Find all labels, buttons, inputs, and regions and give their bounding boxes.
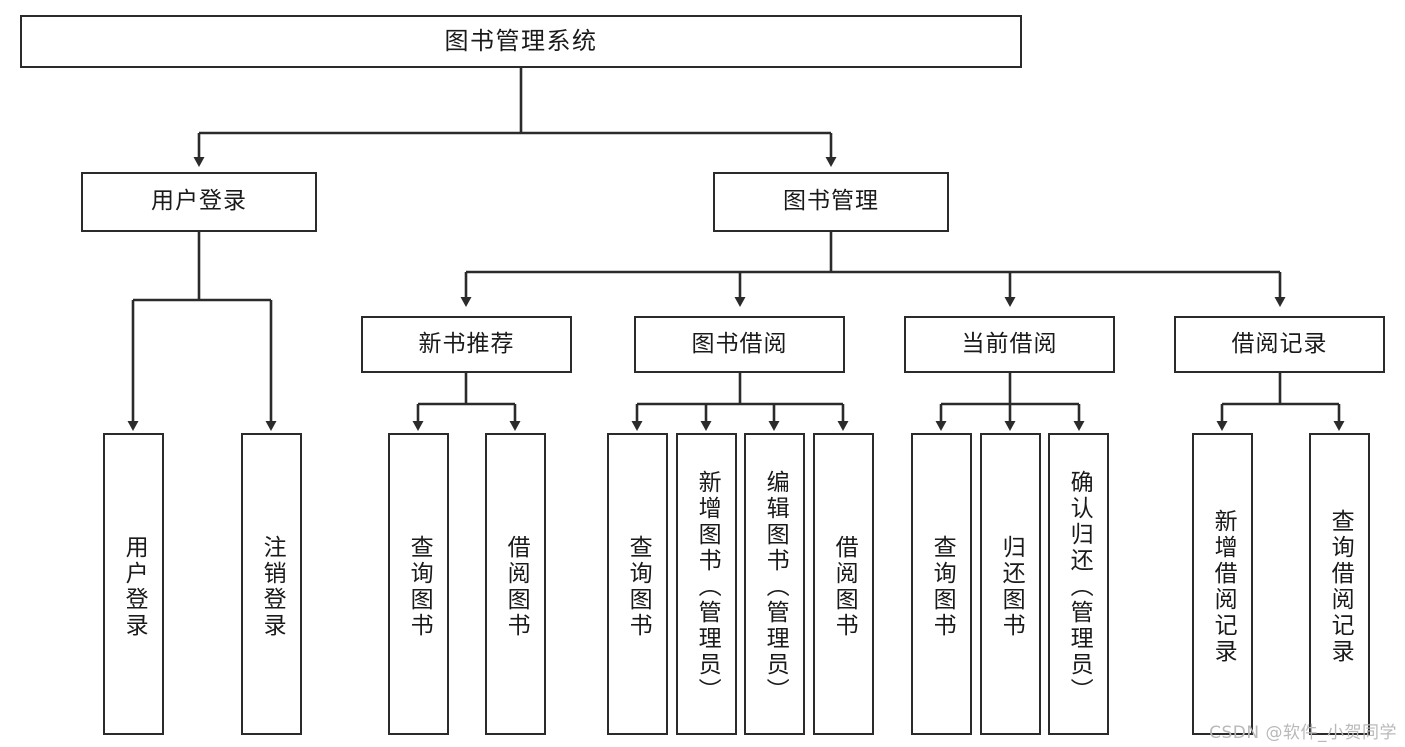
node-leaf-user-logout-label: 注销登录 [259,535,286,639]
node-leaf-query-book-3[interactable]: 查询图书 [911,433,972,735]
node-leaf-borrow-book-2-label: 借阅图书 [831,535,858,639]
node-leaf-return-book-label: 归还图书 [998,535,1025,639]
node-leaf-confirm-return[interactable]: 确认归还（管理员） [1048,433,1109,735]
node-leaf-user-login-label: 用户登录 [121,535,148,639]
node-borrow-record-label: 借阅记录 [1231,330,1328,357]
node-leaf-query-record[interactable]: 查询借阅记录 [1309,433,1370,735]
node-book-manage[interactable]: 图书管理 [713,172,949,232]
node-leaf-user-login[interactable]: 用户登录 [103,433,164,735]
node-leaf-add-record-label: 新增借阅记录 [1210,509,1237,665]
node-leaf-query-book-3-label: 查询图书 [929,535,956,639]
node-leaf-return-book[interactable]: 归还图书 [980,433,1041,735]
node-leaf-query-book-1-label: 查询图书 [406,535,433,639]
node-leaf-query-book-2-label: 查询图书 [625,535,652,639]
node-new-book-recommend[interactable]: 新书推荐 [361,316,572,373]
node-user-login-label: 用户登录 [151,188,247,215]
node-root[interactable]: 图书管理系统 [20,15,1022,68]
node-leaf-query-book-1[interactable]: 查询图书 [388,433,449,735]
node-root-label: 图书管理系统 [444,27,598,56]
node-leaf-add-record[interactable]: 新增借阅记录 [1192,433,1253,735]
node-leaf-edit-book-label: 编辑图书（管理员） [762,470,789,704]
node-leaf-add-book-label: 新增图书（管理员） [694,470,721,704]
node-leaf-borrow-book-1-label: 借阅图书 [503,535,530,639]
node-current-borrow-label: 当前借阅 [961,330,1058,357]
node-book-manage-label: 图书管理 [783,188,879,215]
node-leaf-query-record-label: 查询借阅记录 [1327,509,1354,665]
node-user-login[interactable]: 用户登录 [81,172,317,232]
node-leaf-confirm-return-label: 确认归还（管理员） [1066,470,1093,704]
node-leaf-user-logout[interactable]: 注销登录 [241,433,302,735]
node-borrow-record[interactable]: 借阅记录 [1174,316,1385,373]
node-leaf-borrow-book-2[interactable]: 借阅图书 [813,433,874,735]
node-book-borrow-label: 图书借阅 [691,330,788,357]
node-leaf-borrow-book-1[interactable]: 借阅图书 [485,433,546,735]
node-current-borrow[interactable]: 当前借阅 [904,316,1115,373]
node-leaf-add-book[interactable]: 新增图书（管理员） [676,433,737,735]
node-book-borrow[interactable]: 图书借阅 [634,316,845,373]
node-leaf-edit-book[interactable]: 编辑图书（管理员） [744,433,805,735]
node-leaf-query-book-2[interactable]: 查询图书 [607,433,668,735]
node-new-book-recommend-label: 新书推荐 [418,330,515,357]
watermark: CSDN @软件_小贺同学 [1209,723,1397,743]
